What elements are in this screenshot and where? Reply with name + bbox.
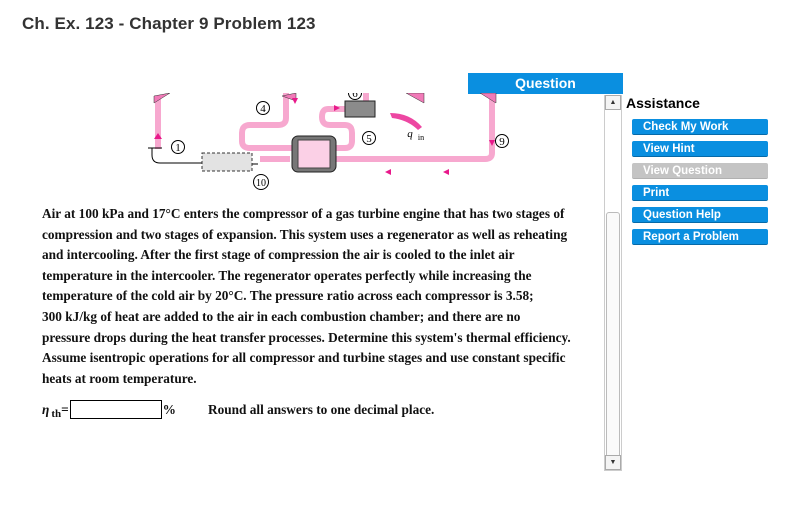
problem-line: heats at room temperature. — [42, 370, 197, 386]
problem-line: Air at 100 kPa and 17°C enters the compr… — [42, 206, 565, 221]
problem-line: temperature in the intercooler. The rege… — [42, 267, 532, 283]
problem-statement: Air at 100 kPa and 17°C enters the compr… — [42, 204, 607, 389]
efficiency-input[interactable] — [69, 400, 162, 419]
scroll-down-icon[interactable]: ▼ — [605, 455, 621, 470]
question-tab[interactable]: Question — [468, 73, 623, 94]
problem-line: compression and two stages of expansion.… — [42, 226, 568, 242]
state-label-1: 1 — [175, 142, 181, 154]
state-label-5: 5 — [366, 133, 372, 145]
heat-input-label: q — [407, 128, 413, 140]
view-hint-button[interactable]: View Hint — [632, 141, 768, 157]
unit-label: % — [162, 401, 176, 417]
problem-line: pressure drops during the heat transfer … — [42, 329, 571, 345]
state-label-6: 6 — [352, 93, 358, 100]
problem-line: 300 kJ/kg of heat are added to the air i… — [42, 308, 521, 324]
efficiency-subscript: th — [51, 407, 62, 420]
state-label-10: 10 — [256, 178, 266, 189]
rounding-note: Round all answers to one decimal place. — [207, 401, 435, 417]
view-question-button[interactable]: View Question — [632, 163, 768, 179]
assistance-heading: Assistance — [626, 95, 700, 111]
problem-line: Assume isentropic operations for all com… — [42, 350, 566, 366]
equals-sign: = — [61, 401, 69, 417]
scroll-up-icon[interactable]: ▲ — [605, 95, 621, 110]
question-help-button[interactable]: Question Help — [632, 207, 768, 223]
state-label-4: 4 — [260, 103, 266, 115]
check-my-work-button[interactable]: Check My Work — [632, 119, 768, 135]
gas-turbine-diagram: 1 4 6 5 9 10 q in — [148, 93, 509, 190]
problem-line: and intercooling. After the first stage … — [42, 247, 515, 263]
print-button[interactable]: Print — [632, 185, 768, 201]
scrollbar-thumb[interactable] — [606, 212, 620, 459]
page-title: Ch. Ex. 123 - Chapter 9 Problem 123 — [22, 14, 316, 33]
content-scrollbar[interactable]: ▲ ▼ — [604, 95, 622, 471]
heat-input-subscript: in — [418, 133, 424, 142]
report-problem-button[interactable]: Report a Problem — [632, 229, 768, 245]
efficiency-symbol: η — [42, 401, 50, 417]
state-label-9: 9 — [499, 136, 505, 148]
answer-row: η th = % Round all answers to one decima… — [42, 400, 435, 420]
problem-line: temperature of the cold air by 20°C. The… — [42, 288, 534, 304]
